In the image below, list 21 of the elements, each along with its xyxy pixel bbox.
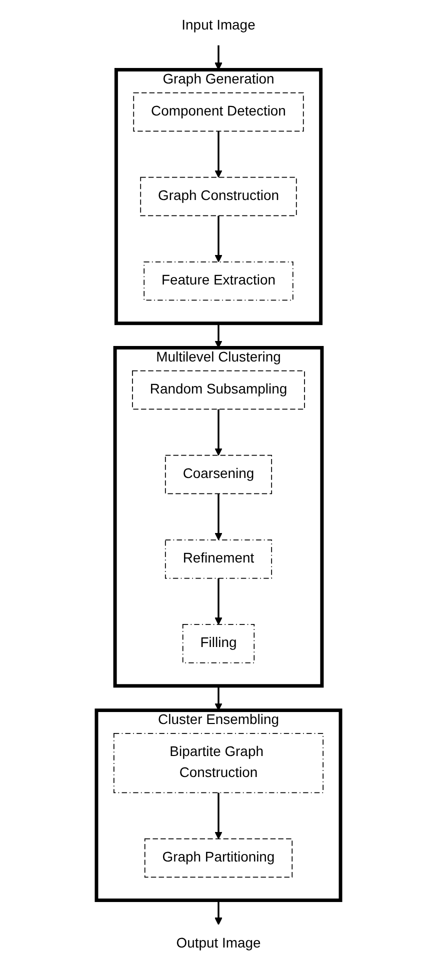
node-text: Input Image xyxy=(182,18,256,34)
arrow xyxy=(214,131,222,178)
arrow xyxy=(214,792,222,840)
arrow xyxy=(214,409,222,456)
node-box: Refinement xyxy=(164,539,272,579)
node-box: Coarsening xyxy=(164,454,272,494)
node-box: Random Subsampling xyxy=(132,370,305,410)
arrow xyxy=(214,578,222,625)
node-box: Bipartite Graph Construction xyxy=(113,732,324,794)
arrow xyxy=(214,216,222,262)
node-box: Component Detection xyxy=(133,92,304,132)
arrow xyxy=(214,900,222,926)
node-box: Feature Extraction xyxy=(144,261,294,301)
node-box: Graph Partitioning xyxy=(144,838,293,878)
arrow xyxy=(214,494,222,540)
arrow xyxy=(214,686,222,711)
node-box: Filling xyxy=(182,624,255,664)
node-text: Output Image xyxy=(176,936,261,951)
arrow xyxy=(214,45,222,70)
node-box: Graph Construction xyxy=(140,176,297,216)
arrow xyxy=(214,323,222,348)
